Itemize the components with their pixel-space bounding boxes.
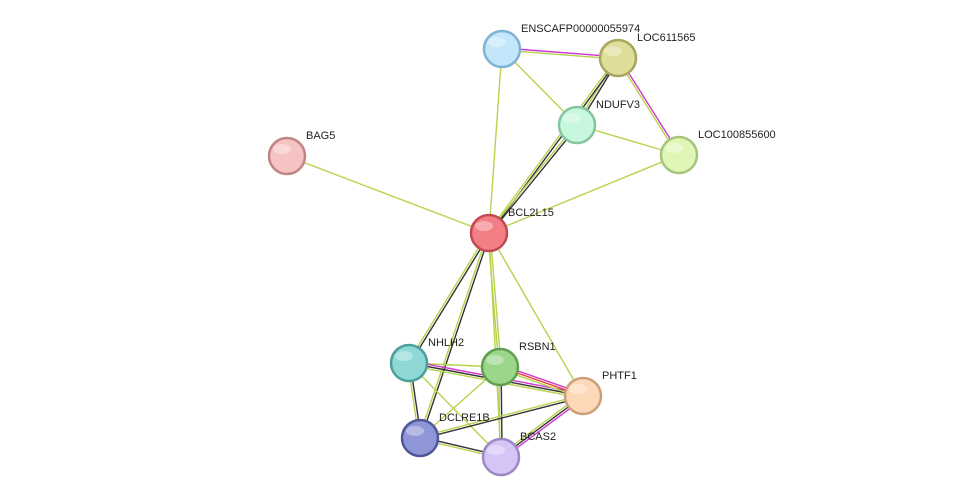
node-label: BCAS2: [520, 431, 556, 443]
edge-loc100855600-bcl2l15: [488, 154, 680, 234]
node-highlight: [395, 351, 413, 361]
node-highlight: [475, 221, 493, 231]
node-circle[interactable]: [557, 105, 597, 145]
edge-line: [420, 396, 584, 440]
node-highlight: [665, 143, 683, 153]
edge-bcl2l15-nhlh2: [407, 232, 491, 364]
node-phtf1[interactable]: PHTF1: [563, 370, 637, 416]
nodes-layer: ENSCAFP00000055974LOC611565NDUFV3LOC1008…: [267, 23, 776, 477]
edge-nhlh2-bcas2: [408, 362, 502, 458]
edge-line: [489, 125, 579, 235]
node-label: BAG5: [306, 130, 335, 142]
edge-line: [286, 155, 490, 234]
node-label: PHTF1: [602, 370, 637, 382]
node-label: RSBN1: [519, 341, 556, 353]
node-highlight: [487, 445, 505, 455]
node-label: NDUFV3: [596, 99, 640, 111]
node-label: BCL2L15: [508, 207, 554, 219]
node-circle[interactable]: [598, 38, 638, 78]
edge-line: [488, 48, 503, 234]
edge-line: [502, 47, 619, 58]
edge-line: [488, 232, 584, 397]
node-bag5[interactable]: BAG5: [267, 130, 335, 176]
node-circle[interactable]: [659, 135, 699, 175]
edge-line: [407, 232, 489, 363]
edge-bcl2l15-dclre1b: [418, 232, 491, 439]
node-nhlh2[interactable]: NHLH2: [389, 337, 464, 383]
edge-enscafp00000055974-bcl2l15: [488, 48, 503, 234]
node-bcas2[interactable]: BCAS2: [481, 431, 556, 477]
node-circle[interactable]: [563, 376, 603, 416]
node-circle[interactable]: [469, 213, 509, 253]
node-dclre1b[interactable]: DCLRE1B: [400, 412, 490, 458]
node-enscafp00000055974[interactable]: ENSCAFP00000055974: [482, 23, 640, 69]
node-ndufv3[interactable]: NDUFV3: [557, 99, 640, 145]
edge-line: [419, 394, 583, 438]
edge-line: [488, 154, 680, 234]
node-highlight: [486, 355, 504, 365]
edge-line: [420, 233, 491, 439]
node-highlight: [563, 113, 581, 123]
node-highlight: [406, 426, 424, 436]
node-highlight: [273, 144, 291, 154]
edge-ndufv3-bcl2l15: [487, 123, 579, 235]
node-rsbn1[interactable]: RSBN1: [480, 341, 556, 387]
edge-line: [418, 232, 489, 438]
edge-line: [487, 56, 618, 233]
node-label: LOC611565: [637, 32, 696, 44]
edge-line: [409, 233, 491, 364]
node-loc611565[interactable]: LOC611565: [598, 32, 696, 78]
node-bcl2l15[interactable]: BCL2L15: [469, 207, 554, 253]
node-highlight: [604, 46, 622, 56]
edge-line: [487, 123, 577, 233]
edge-bag5-bcl2l15: [286, 155, 490, 234]
node-circle[interactable]: [482, 29, 522, 69]
node-circle[interactable]: [400, 418, 440, 458]
edge-enscafp00000055974-loc611565: [501, 47, 619, 60]
edge-bcl2l15-phtf1: [488, 232, 584, 397]
node-circle[interactable]: [481, 437, 521, 477]
edge-line: [408, 362, 502, 458]
node-circle[interactable]: [480, 347, 520, 387]
node-label: LOC100855600: [698, 129, 776, 141]
edge-phtf1-dclre1b: [419, 394, 584, 440]
node-highlight: [488, 37, 506, 47]
node-label: ENSCAFP00000055974: [521, 23, 640, 35]
node-highlight: [569, 384, 587, 394]
node-label: NHLH2: [428, 337, 464, 349]
edge-line: [501, 49, 618, 60]
node-loc100855600[interactable]: LOC100855600: [659, 129, 776, 175]
edge-line: [489, 232, 502, 367]
node-circle[interactable]: [389, 343, 429, 383]
node-circle[interactable]: [267, 136, 307, 176]
node-label: DCLRE1B: [439, 412, 490, 424]
